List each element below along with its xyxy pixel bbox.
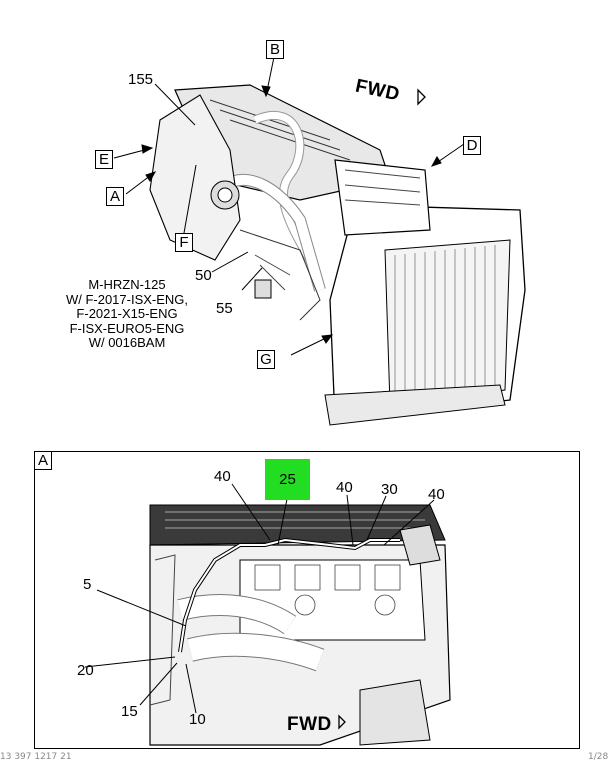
footer-left-text: 13 397 1217 21 [0,752,72,762]
part-number-40: 40 [336,479,353,496]
fwd-label-detail: FWD [287,714,332,735]
part-number-30: 30 [381,481,398,498]
callout-f: F [175,233,193,252]
detail-view-frame [34,451,580,749]
callout-a: A [106,187,124,206]
part-number-40: 40 [428,486,445,503]
callout-b: B [266,40,284,59]
part-number-20: 20 [77,662,94,679]
model-line: F-ISX-EURO5-ENG [69,320,185,336]
part-number-155: 155 [128,71,154,88]
highlighted-part-25[interactable]: 25 [265,459,310,500]
model-line: W/ 0016BAM [88,335,166,350]
callout-e: E [95,150,113,169]
model-applicability-text: M-HRZN-125 W/ F-2017-ISX-ENG, F-2021-X15… [52,277,202,351]
part-number-15: 15 [121,703,138,720]
part-number-10: 10 [189,711,206,728]
model-line: M-HRZN-125 [88,277,166,292]
callout-g: G [257,350,275,369]
footer-right-text: 1/28 [588,752,609,762]
callout-d: D [463,136,481,155]
detail-frame-label: A [34,451,52,470]
part-number-50: 50 [195,267,212,284]
model-line: F-2021-X15-ENG [76,306,178,321]
part-number-5: 5 [83,576,92,593]
model-line: W/ F-2017-ISX-ENG, [65,291,189,307]
part-number-55: 55 [216,300,233,317]
highlighted-part-number: 25 [279,471,296,488]
part-number-40: 40 [214,468,231,485]
